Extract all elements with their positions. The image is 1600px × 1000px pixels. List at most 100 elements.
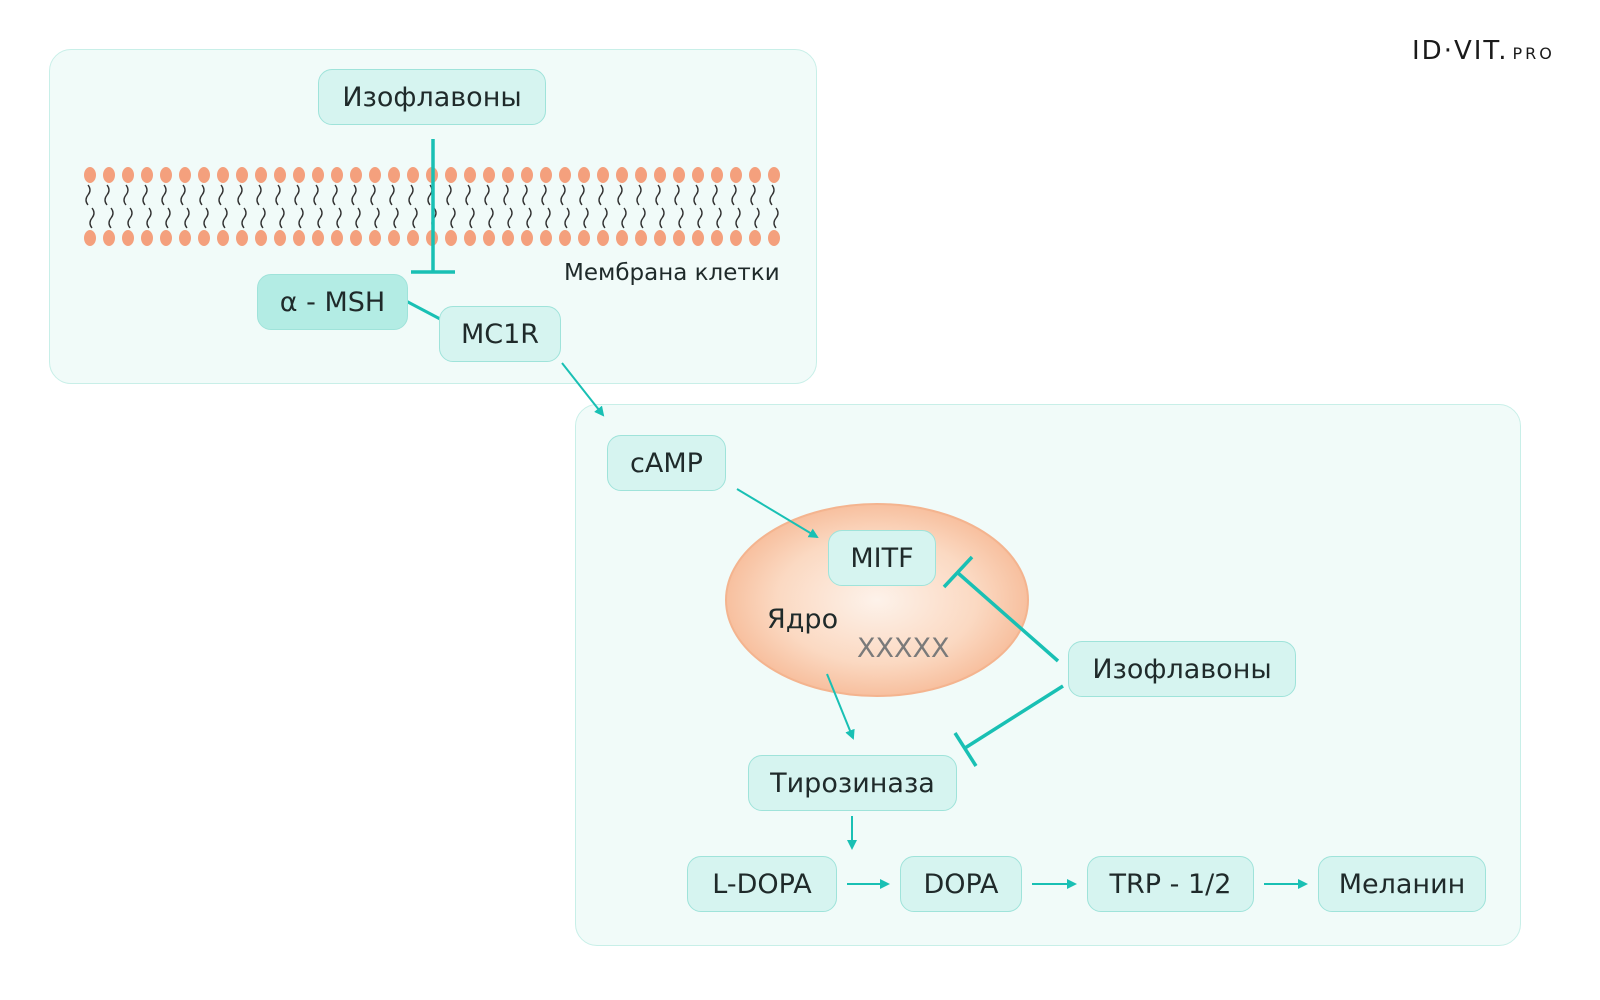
lipid-head-bottom xyxy=(768,230,780,246)
mitf-box: MITF xyxy=(828,530,936,586)
lipid-head-top xyxy=(616,167,628,183)
lipid-tail xyxy=(469,207,475,229)
lipid-head-bottom xyxy=(654,230,666,246)
idvit-logo: ID·VIT.PRO xyxy=(1412,36,1555,66)
lipid-tail xyxy=(127,207,133,229)
nucleus-marker: XXXXX xyxy=(857,633,950,664)
lipid-tail xyxy=(583,207,589,229)
lipid-head-top xyxy=(540,167,552,183)
lipid-tail xyxy=(769,184,775,206)
lipid-head-top xyxy=(768,167,780,183)
lipid-head-top xyxy=(369,167,381,183)
lipid-tail xyxy=(374,207,380,229)
lipid-tail xyxy=(507,207,513,229)
lipid-head-top xyxy=(635,167,647,183)
lipid-head-bottom xyxy=(293,230,305,246)
isoflavones-top-box: Изофлавоны xyxy=(318,69,546,125)
lipid-tail xyxy=(564,207,570,229)
membrane-label: Мембрана клетки xyxy=(564,260,780,286)
lipid-tail xyxy=(260,207,266,229)
lipid-tail xyxy=(678,207,684,229)
lipid-head-bottom xyxy=(673,230,685,246)
lipid-head-top xyxy=(502,167,514,183)
lipid-head-top xyxy=(483,167,495,183)
ldopa-box: L-DOPA xyxy=(687,856,837,912)
lipid-tail xyxy=(336,207,342,229)
lipid-head-top xyxy=(445,167,457,183)
lipid-head-bottom xyxy=(103,230,115,246)
lipid-tail xyxy=(488,207,494,229)
lipid-tail xyxy=(123,184,129,206)
lipid-head-bottom xyxy=(160,230,172,246)
lipid-tail xyxy=(184,207,190,229)
lipid-tail xyxy=(659,207,665,229)
lipid-head-top xyxy=(749,167,761,183)
lipid-head-top xyxy=(464,167,476,183)
lipid-tail xyxy=(317,207,323,229)
lipid-tail xyxy=(450,207,456,229)
lipid-head-bottom xyxy=(711,230,723,246)
lipid-head-top xyxy=(597,167,609,183)
lipid-tail xyxy=(165,207,171,229)
lipid-tail xyxy=(104,184,110,206)
lipid-head-bottom xyxy=(331,230,343,246)
lipid-tail xyxy=(465,184,471,206)
lipid-tail xyxy=(294,184,300,206)
lipid-tail xyxy=(85,184,91,206)
inhibit-line-tyrosinase xyxy=(964,684,1064,750)
lipid-tail xyxy=(180,184,186,206)
lipid-tail xyxy=(735,207,741,229)
lipid-head-bottom xyxy=(502,230,514,246)
lipid-head-bottom xyxy=(84,230,96,246)
lipid-head-top xyxy=(84,167,96,183)
lipid-head-top xyxy=(312,167,324,183)
lipid-head-top xyxy=(654,167,666,183)
lipid-tail xyxy=(526,207,532,229)
lipid-head-top xyxy=(692,167,704,183)
lipid-tail xyxy=(389,184,395,206)
lipid-head-top xyxy=(293,167,305,183)
isoflavones-right-box: Изофлавоны xyxy=(1068,641,1296,697)
lipid-head-bottom xyxy=(407,230,419,246)
lipid-head-top xyxy=(388,167,400,183)
lipid-tail xyxy=(754,207,760,229)
lipid-head-top xyxy=(160,167,172,183)
lipid-tail xyxy=(146,207,152,229)
lipid-tail xyxy=(697,207,703,229)
lipid-head-bottom xyxy=(312,230,324,246)
lipid-head-top xyxy=(730,167,742,183)
lipid-head-bottom xyxy=(179,230,191,246)
arrow-mc1r-to-cell xyxy=(561,362,605,417)
lipid-tail xyxy=(298,207,304,229)
lipid-tail xyxy=(773,207,779,229)
nucleus-label: Ядро xyxy=(767,604,839,635)
lipid-tail xyxy=(731,184,737,206)
cell-membrane-bilayer xyxy=(84,167,780,246)
lipid-head-top xyxy=(122,167,134,183)
lipid-tail xyxy=(636,184,642,206)
lipid-head-bottom xyxy=(483,230,495,246)
lipid-tail xyxy=(503,184,509,206)
lipid-head-bottom xyxy=(616,230,628,246)
lipid-head-bottom xyxy=(141,230,153,246)
arrow-nucleus-to-tyrosinase xyxy=(826,673,855,740)
lipid-head-bottom xyxy=(559,230,571,246)
msh-mc1r-link xyxy=(405,299,443,322)
lipid-tail xyxy=(545,207,551,229)
lipid-tail xyxy=(484,184,490,206)
lipid-head-bottom xyxy=(540,230,552,246)
lipid-tail xyxy=(598,184,604,206)
lipid-tail xyxy=(313,184,319,206)
lipid-tail xyxy=(279,207,285,229)
lipid-tail xyxy=(199,184,205,206)
lipid-tail xyxy=(351,184,357,206)
lipid-tail xyxy=(674,184,680,206)
lipid-head-top xyxy=(331,167,343,183)
lipid-head-bottom xyxy=(692,230,704,246)
lipid-tail xyxy=(108,207,114,229)
lipid-tail xyxy=(408,184,414,206)
lipid-head-top xyxy=(255,167,267,183)
lipid-head-bottom xyxy=(445,230,457,246)
lipid-tail xyxy=(355,207,361,229)
lipid-tail xyxy=(241,207,247,229)
